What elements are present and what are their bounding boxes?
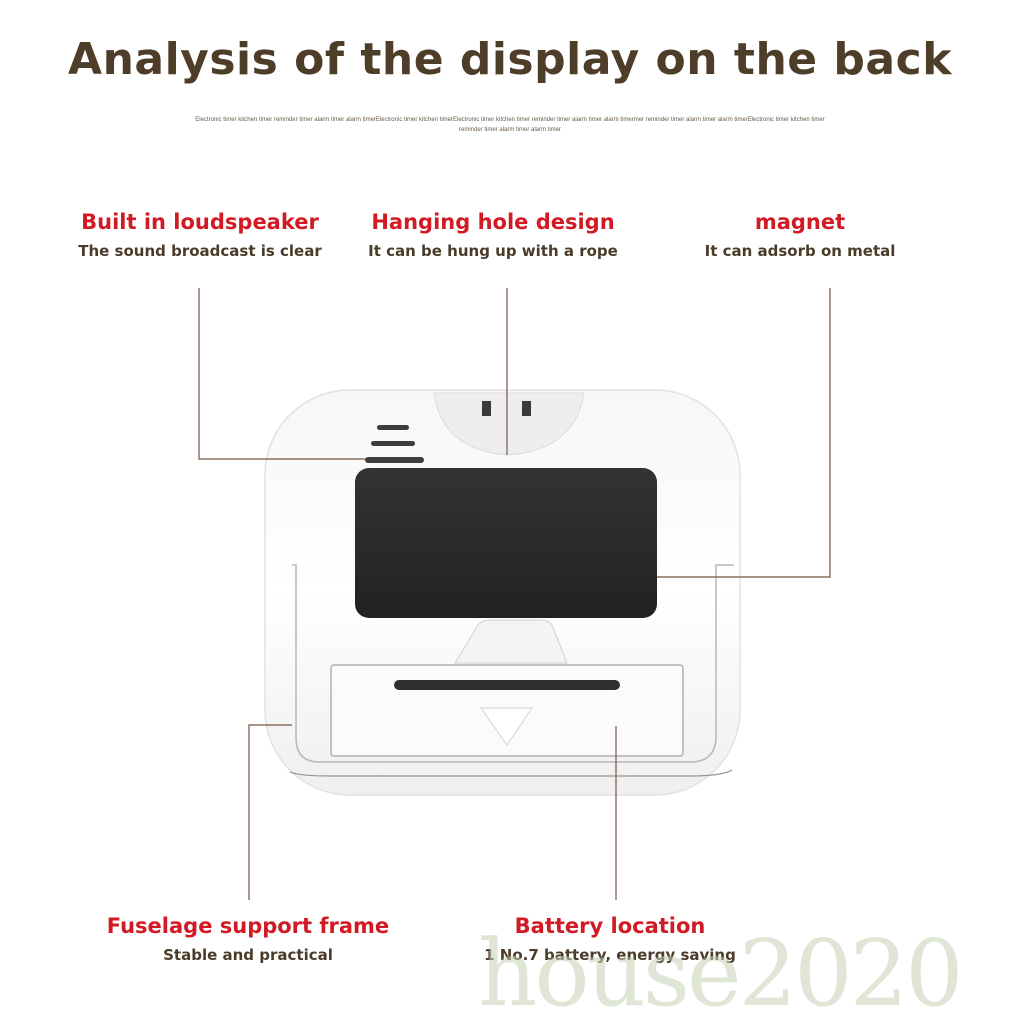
feature-magnet: magnet It can adsorb on metal: [640, 210, 960, 260]
magnet-pad: [355, 468, 657, 618]
feature-name: magnet: [754, 210, 846, 234]
battery-slot: [394, 680, 620, 690]
page-title: Analysis of the display on the back: [68, 34, 952, 85]
feature-built-in-loudspeaker: Built in loudspeaker The sound broadcast…: [40, 210, 360, 260]
stand-notch: [453, 619, 568, 664]
hanging-hole-tab: [433, 392, 585, 456]
feature-battery-location: Battery location 1 No.7 battery, energy …: [450, 914, 770, 964]
feature-desc: 1 No.7 battery, energy saving: [484, 946, 736, 964]
feature-name: Fuselage support frame: [106, 914, 390, 938]
feature-desc: The sound broadcast is clear: [78, 242, 322, 260]
feature-name: Battery location: [514, 914, 706, 938]
feature-hanging-hole-design: Hanging hole design It can be hung up wi…: [333, 210, 653, 260]
feature-name: Hanging hole design: [371, 210, 615, 234]
feature-fuselage-support-frame: Fuselage support frame Stable and practi…: [88, 914, 408, 964]
feature-desc: It can be hung up with a rope: [368, 242, 618, 260]
feature-desc: It can adsorb on metal: [704, 242, 896, 260]
support-frame-outline: [292, 564, 734, 763]
leader-line-magnet: [657, 288, 831, 578]
hanging-hole-right: [522, 401, 531, 416]
watermark: house2020: [478, 920, 964, 1027]
speaker-grille: [365, 425, 424, 463]
battery-open-arrow-icon: [479, 707, 534, 747]
frame-bottom-edge: [289, 769, 733, 777]
page-subtitle: Electronic timer kitchen timer reminder …: [195, 117, 825, 133]
leader-lines: [198, 288, 831, 900]
leader-line-frame: [248, 724, 292, 900]
feature-desc: Stable and practical: [163, 946, 333, 964]
hanging-hole-left: [482, 401, 491, 416]
leader-line-speaker: [198, 288, 365, 460]
feature-name: Built in loudspeaker: [81, 210, 319, 234]
